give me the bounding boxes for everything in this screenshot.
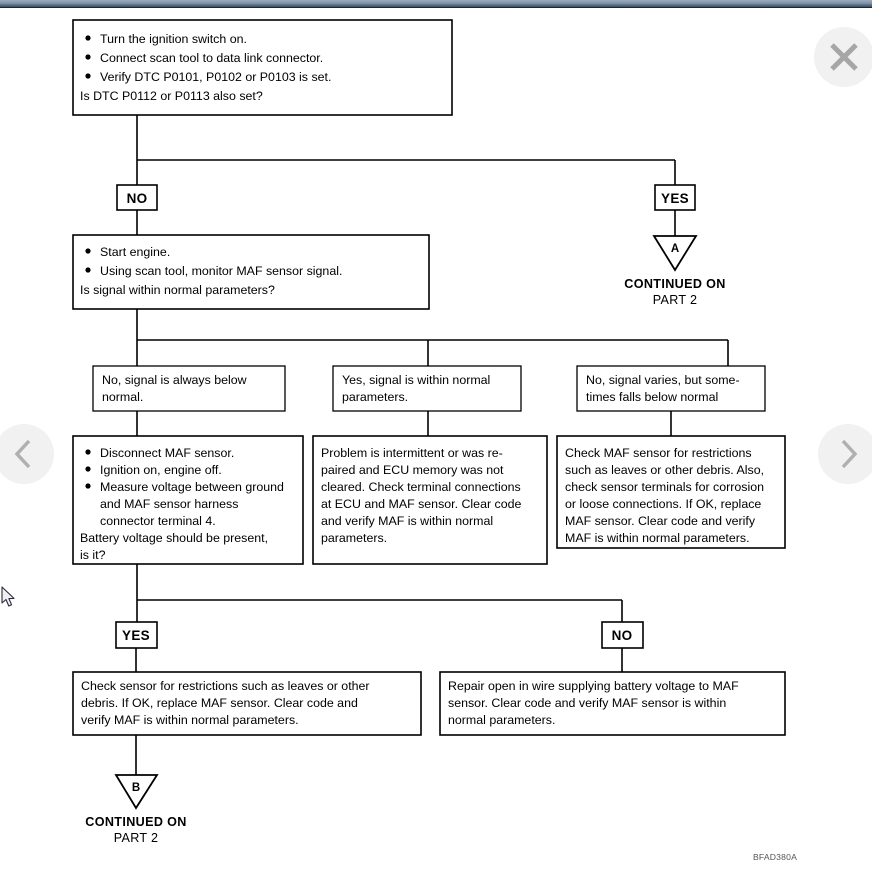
result-box-3: No, signal varies, but some- times falls… (576, 365, 766, 412)
action-1-tail-line-2: is it? (80, 548, 106, 562)
action-2-line-6: parameters. (321, 531, 387, 545)
final-1-line-2: debris. If OK, replace MAF sensor. Clear… (81, 696, 358, 710)
step2-box: Start engine. Using scan tool, monitor M… (72, 234, 430, 310)
start-bullet-2: Connect scan tool to data link connector… (100, 51, 323, 65)
connector-marker-a: A CONTINUED ON PART 2 (624, 235, 725, 307)
branch-label-no-2: NO (601, 621, 644, 649)
final-2-line-3: normal parameters. (448, 713, 555, 727)
final-2-line-2: sensor. Clear code and verify MAF sensor… (448, 696, 726, 710)
bullet-dot (85, 267, 91, 273)
start-box: Turn the ignition switch on. Connect sca… (72, 19, 453, 116)
part-2-label-b: PART 2 (114, 831, 159, 845)
result-2-line-1: Yes, signal is within normal (342, 373, 490, 387)
part-2-label-a: PART 2 (653, 293, 698, 307)
troubleshooting-flowchart: Turn the ignition switch on. Connect sca… (72, 19, 797, 862)
action-1-bullet-3-line-2: and MAF sensor harness (100, 497, 238, 511)
final-2-line-1: Repair open in wire supplying battery vo… (448, 679, 739, 693)
connector-start-split (136, 115, 676, 189)
result-1-line-2: normal. (102, 390, 143, 404)
action-3-line-4: or loose connections. If OK, replace (565, 497, 761, 511)
action-1-bullet-1-line-1: Disconnect MAF sensor. (100, 446, 234, 460)
continued-on-label-a: CONTINUED ON (624, 277, 725, 291)
branch-label-yes-2: YES (115, 621, 158, 649)
action-2-line-5: and verify MAF is within normal (321, 514, 493, 528)
action-2-line-4: at ECU and MAF sensor. Clear code (321, 497, 522, 511)
start-bullet-1: Turn the ignition switch on. (100, 32, 247, 46)
action-box-1: Disconnect MAF sensor. Ignition on, engi… (72, 435, 304, 565)
window-title-bar (0, 0, 872, 8)
connector-step2-split (136, 309, 729, 366)
action-1-bullet-3-line-1: Measure voltage between ground (100, 480, 284, 494)
action-2-line-1: Problem is intermittent or was re- (321, 446, 503, 460)
connector-marker-b: B CONTINUED ON PART 2 (85, 774, 186, 845)
next-page-button[interactable] (818, 424, 872, 484)
step2-bullet-2: Using scan tool, monitor MAF sensor sign… (100, 264, 342, 278)
close-button[interactable] (814, 27, 872, 87)
branch-label-no-1: NO (116, 184, 158, 211)
yes-label-text: YES (661, 191, 689, 206)
result-3-line-1: No, signal varies, but some- (586, 373, 740, 387)
action-1-bullet-3-line-3: connector terminal 4. (100, 514, 216, 528)
bullet-dot (85, 449, 91, 455)
action-3-line-5: MAF sensor. Clear code and verify (565, 514, 756, 528)
branch-label-yes-1: YES (654, 184, 696, 211)
final-1-line-1: Check sensor for restrictions such as le… (81, 679, 370, 693)
bullet-dot (85, 248, 91, 254)
action-1-tail-line-1: Battery voltage should be present, (80, 531, 268, 545)
action-3-line-2: such as leaves or other debris. Also, (565, 463, 764, 477)
result-3-line-2: times falls below normal (586, 390, 718, 404)
action-1-bullet-2-line-1: Ignition on, engine off. (100, 463, 222, 477)
start-bullet-3: Verify DTC P0101, P0102 or P0103 is set. (100, 70, 331, 84)
start-question: Is DTC P0112 or P0113 also set? (80, 89, 263, 103)
close-icon (830, 43, 858, 71)
final-box-2: Repair open in wire supplying battery vo… (439, 671, 786, 736)
connector-action1-split (136, 564, 623, 622)
result-2-line-2: parameters. (342, 390, 408, 404)
yes-label-text-2: YES (122, 628, 150, 643)
figure-code: BFAD380A (753, 852, 797, 862)
bullet-dot (85, 54, 91, 60)
bullet-dot (85, 73, 91, 79)
marker-a-letter: A (671, 243, 679, 255)
no-label-text: NO (127, 191, 148, 206)
action-3-line-1: Check MAF sensor for restrictions (565, 446, 752, 460)
mouse-cursor (1, 586, 15, 607)
bullet-dot (85, 35, 91, 41)
action-2-line-3: cleared. Check terminal connections (321, 480, 521, 494)
result-1-line-1: No, signal is always below (102, 373, 247, 387)
action-2-line-2: paired and ECU memory was not (321, 463, 504, 477)
action-box-3: Check MAF sensor for restrictions such a… (556, 435, 786, 549)
action-3-line-6: MAF is within normal parameters. (565, 531, 750, 545)
chevron-left-icon (14, 439, 31, 469)
result-box-1: No, signal is always below normal. (92, 365, 286, 412)
action-box-2: Problem is intermittent or was re- paire… (312, 435, 548, 565)
result-box-2: Yes, signal is within normal parameters. (332, 365, 522, 412)
previous-page-button[interactable] (0, 424, 54, 484)
final-box-1: Check sensor for restrictions such as le… (72, 671, 422, 736)
bullet-dot (85, 483, 91, 489)
connector-results-to-actions (136, 411, 672, 436)
continued-on-label-b: CONTINUED ON (85, 815, 186, 829)
step2-bullet-1: Start engine. (100, 245, 170, 259)
bullet-dot (85, 466, 91, 472)
chevron-right-icon (841, 439, 858, 469)
action-3-line-3: check sensor terminals for corrosion (565, 480, 764, 494)
final-1-line-3: verify MAF is within normal parameters. (81, 713, 299, 727)
step2-question: Is signal within normal parameters? (80, 283, 275, 297)
marker-b-letter: B (132, 782, 140, 794)
no-label-text-2: NO (612, 628, 633, 643)
